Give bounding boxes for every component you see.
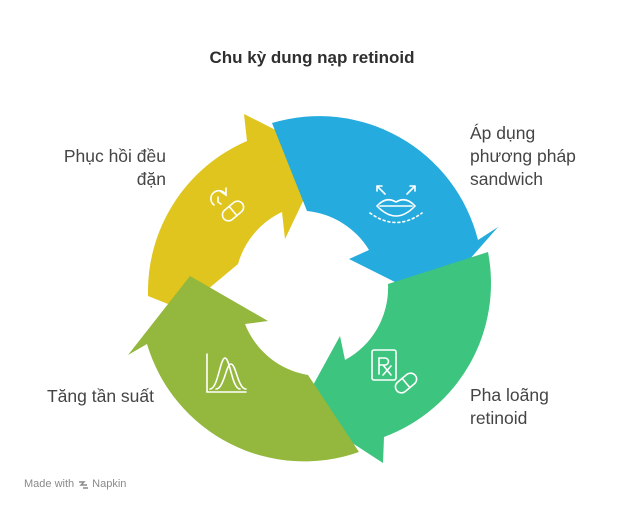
clock-pill-icon (210, 187, 245, 222)
segment-frequency (128, 276, 359, 462)
step-label-sandwich: Áp dụng phương pháp sandwich (470, 123, 576, 189)
prescription-icon (371, 349, 418, 394)
step-label-recover: Phục hồi đều đặn (63, 146, 166, 189)
lips-icon (369, 185, 423, 224)
diagram-title: Chu kỳ dung nạp retinoid (209, 48, 415, 67)
segment-sandwich (272, 116, 498, 301)
napkin-brand: Napkin (78, 478, 126, 490)
step-label-dilute: Pha loãng retinoid (470, 385, 549, 428)
made-with-text: Made with (24, 478, 75, 490)
segment-recover (147, 114, 325, 310)
napkin-logo-icon (79, 480, 89, 489)
footer-watermark: Made with Napkin (24, 478, 126, 490)
bell-curve-chart-icon (206, 353, 247, 393)
step-label-frequency: Tăng tần suất (46, 386, 154, 406)
